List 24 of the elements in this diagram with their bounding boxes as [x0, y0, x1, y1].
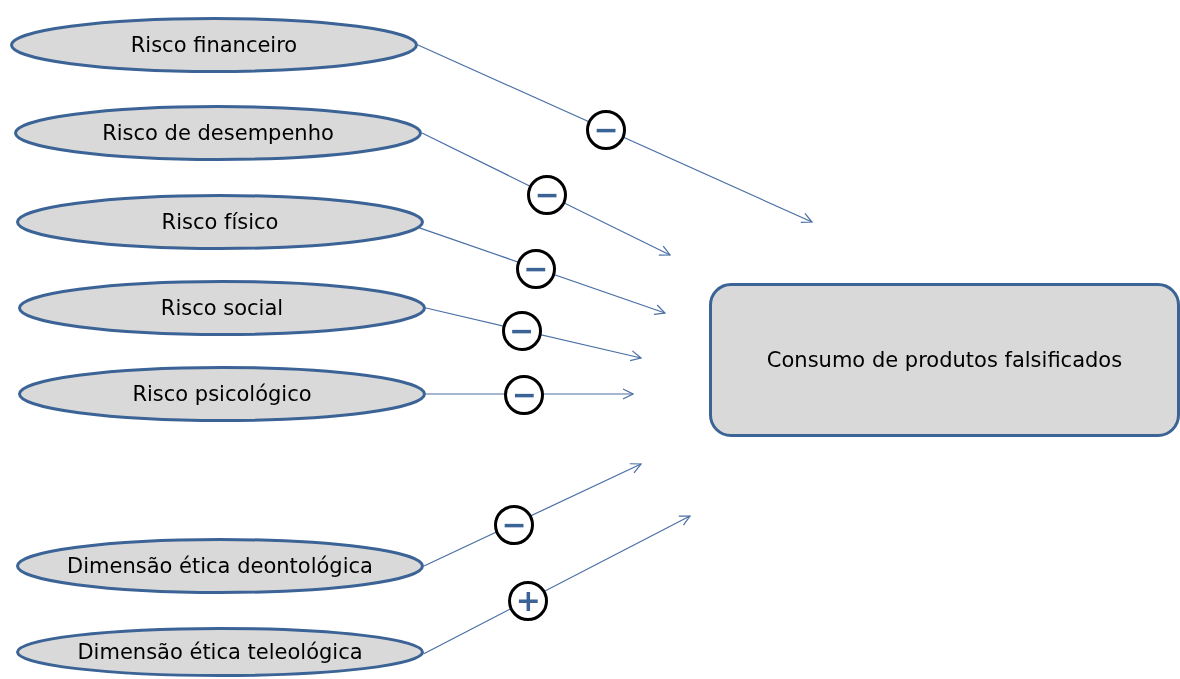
node-label: Dimensão ética deontológica: [67, 554, 373, 578]
node-label: Risco de desempenho: [102, 121, 334, 145]
ellipse-node: [14, 105, 422, 161]
edge-label: +: [508, 581, 549, 622]
ellipse-node: [16, 194, 424, 250]
node-label: Risco social: [160, 296, 284, 320]
ellipse-node: [10, 17, 418, 73]
ellipse-node: [18, 280, 426, 336]
node-label: Risco financeiro: [130, 33, 298, 57]
edge-label: −: [527, 175, 567, 215]
ellipse-node: [16, 538, 424, 594]
node-label: Risco físico: [161, 210, 279, 234]
node-label: Risco psicológico: [132, 382, 312, 406]
edge-label: −: [586, 110, 627, 151]
node-label: Dimensão ética teleológica: [77, 640, 363, 664]
edge-label: −: [515, 248, 556, 289]
ellipse-node: [18, 366, 426, 422]
edge-label: −: [493, 505, 534, 546]
node-label: Consumo de produtos falsificados: [766, 348, 1123, 372]
ellipse-node: [16, 627, 424, 677]
edge-label: −: [501, 311, 542, 351]
process-box: [709, 283, 1180, 437]
edge-label: −: [504, 375, 545, 415]
arrow: [417, 44, 813, 224]
